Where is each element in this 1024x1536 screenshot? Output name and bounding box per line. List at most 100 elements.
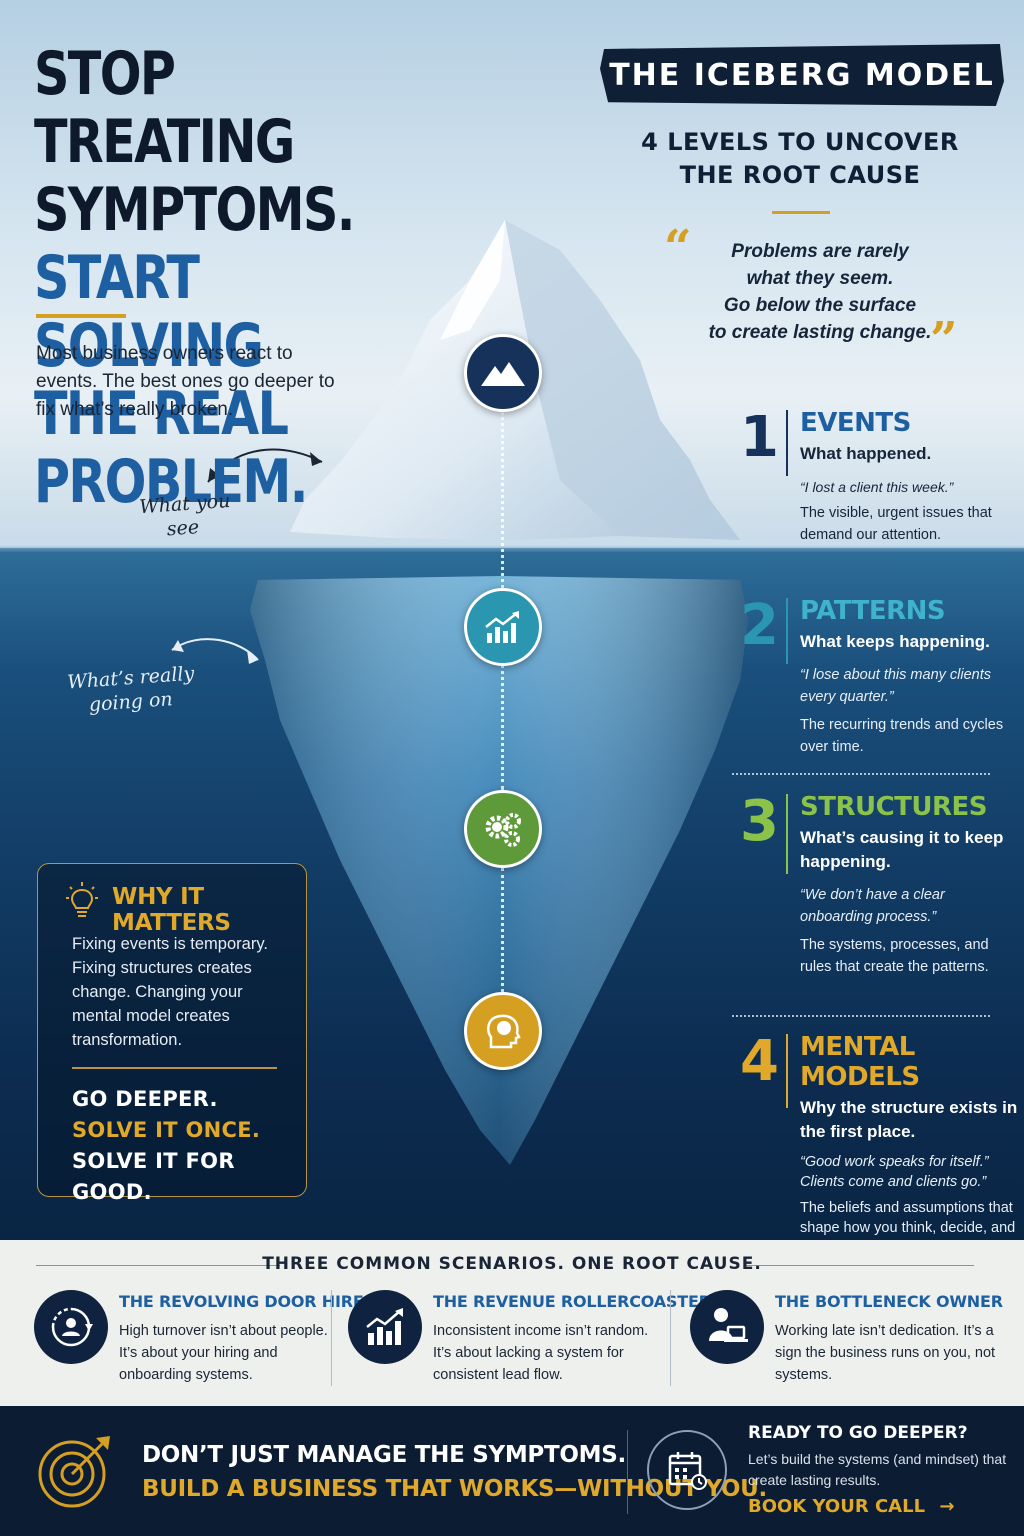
headline-line-4: THE REAL PROBLEM. [34, 379, 308, 517]
headline-line-3: START SOLVING [34, 243, 264, 381]
model-subtitle-line: THE ROOT CAUSE [679, 161, 921, 189]
level-body: MENTAL MODELS Why the structure exists i… [800, 1032, 1020, 1258]
headline-line-2: SYMPTOMS. [34, 175, 355, 245]
level-body: STRUCTURES What’s causing it to keep hap… [800, 792, 1020, 978]
quote-line: what they seem. [746, 268, 894, 289]
annotation-what-you-see: What you see [138, 489, 232, 543]
footer [0, 1406, 1024, 1536]
scenario-description: Inconsistent income isn’t random. It’s a… [433, 1323, 649, 1383]
scenarios-heading: THREE COMMON SCENARIOS. ONE ROOT CAUSE. [262, 1254, 762, 1274]
level-title: PATTERNS [800, 596, 946, 626]
level-number: 2 [740, 593, 779, 658]
why-cta: GO DEEPER. SOLVE IT ONCE. SOLVE IT FOR G… [72, 1084, 306, 1208]
headline-line-1: STOP TREATING [34, 39, 295, 177]
target-icon [38, 1436, 110, 1508]
connector-dots [501, 868, 504, 992]
why-it-matters-card: WHY IT MATTERS Fixing events is temporar… [37, 863, 307, 1204]
level-divider [786, 598, 788, 664]
level-subtitle: Why the structure exists in the first pl… [800, 1098, 1018, 1141]
why-text: Fixing events is temporary. Fixing struc… [72, 935, 268, 1049]
footer-description: Let’s build the systems (and mindset) th… [748, 1451, 1007, 1488]
level-4-marker [464, 992, 542, 1070]
level-quote: “I lost a client this week.” [800, 479, 954, 495]
level-1-marker [464, 334, 542, 412]
book-call-link[interactable]: BOOK YOUR CALL → [748, 1496, 954, 1517]
head-brain-icon [487, 1014, 521, 1049]
iceberg-model-title: THE ICEBERG MODEL [600, 44, 1004, 106]
level-divider [786, 410, 788, 476]
level-body: EVENTS What happened. “I lost a client t… [800, 408, 1020, 546]
level-events: 1 EVENTS What happened. “I lost a client… [740, 408, 1010, 548]
quote-line: to create lasting change. [708, 322, 932, 343]
growth-chart-icon [348, 1290, 422, 1364]
footer-ready-heading: READY TO GO DEEPER? [748, 1423, 968, 1443]
lightbulb-icon [66, 882, 98, 917]
quote-line: Problems are rarely [731, 241, 909, 262]
mountain-icon [481, 362, 525, 386]
scenario-divider [670, 1290, 671, 1386]
level-subtitle: What keeps happening. [800, 632, 990, 651]
headline-rule [36, 314, 126, 318]
scenario-description: High turnover isn’t about people. It’s a… [119, 1323, 328, 1383]
book-call-label: BOOK YOUR CALL [748, 1496, 926, 1517]
level-number: 3 [740, 789, 779, 854]
model-subtitle: 4 LEVELS TO UNCOVER THE ROOT CAUSE [620, 126, 980, 192]
scenarios-rule-left [36, 1265, 280, 1266]
why-cta-line-2: SOLVE IT ONCE. [72, 1118, 261, 1142]
level-body: PATTERNS What keeps happening. “I lose a… [800, 596, 1020, 758]
scenarios-rule-right [744, 1265, 974, 1266]
level-quote: “Good work speaks for itself.” Clients c… [800, 1154, 989, 1190]
level-divider [786, 1034, 788, 1108]
trend-chart-icon [485, 611, 519, 643]
level-mental-models: 4 MENTAL MODELS Why the structure exists… [740, 1029, 1017, 1257]
level-2-marker [464, 588, 542, 666]
calendar-icon-badge [647, 1430, 727, 1510]
scenario-title: THE BOTTLENECK OWNER [775, 1292, 1003, 1311]
level-description: The systems, processes, and rules that c… [800, 937, 989, 975]
open-quote-icon: “ [664, 220, 692, 276]
level-patterns: 2 PATTERNS What keeps happening. “I lose… [740, 596, 1010, 766]
why-title: WHY IT MATTERS [112, 884, 231, 936]
level-number: 4 [740, 1029, 779, 1094]
why-divider [72, 1067, 277, 1069]
arrow-right-icon: → [939, 1496, 955, 1517]
level-structures: 3 STRUCTURES What’s causing it to keep h… [740, 792, 1010, 1012]
level-separator [732, 1015, 990, 1017]
level-quote: “I lose about this many clients every qu… [800, 667, 992, 705]
annotation-whats-really-going-on: What’s really going on [66, 662, 196, 719]
close-quote-icon: ” [930, 312, 958, 368]
scenario-title: THE REVENUE ROLLERCOASTER [433, 1292, 711, 1311]
level-separator [732, 773, 990, 775]
person-laptop-icon [690, 1290, 764, 1364]
footer-message-line-1: DON’T JUST MANAGE THE SYMPTOMS. [142, 1442, 626, 1468]
level-title: EVENTS [800, 408, 911, 438]
scenario-description: Working late isn’t dedication. It’s a si… [775, 1323, 996, 1383]
waterline [0, 538, 1024, 552]
why-cta-line-1: GO DEEPER. [72, 1087, 218, 1111]
model-quote: Problems are rarely what they seem. Go b… [670, 238, 970, 346]
level-divider [786, 794, 788, 874]
footer-divider [627, 1430, 628, 1514]
connector-dots [501, 664, 504, 790]
level-title: STRUCTURES [800, 792, 988, 822]
level-description: The recurring trends and cycles over tim… [800, 717, 1004, 755]
quote-line: Go below the surface [723, 295, 917, 316]
level-quote: “We don’t have a clear onboarding proces… [800, 887, 945, 925]
model-subtitle-line: 4 LEVELS TO UNCOVER [641, 128, 959, 156]
headline: STOP TREATING SYMPTOMS. START SOLVING TH… [34, 40, 395, 516]
gears-icon [485, 813, 521, 847]
level-subtitle: What happened. [800, 444, 932, 463]
scenario-title: THE REVOLVING DOOR HIRE [119, 1292, 364, 1311]
level-description: The visible, urgent issues that demand o… [800, 505, 992, 543]
subtitle-rule [772, 211, 830, 214]
calendar-icon [668, 1452, 707, 1490]
scenario-divider [331, 1290, 332, 1386]
why-cta-line-3: SOLVE IT FOR GOOD. [72, 1149, 235, 1204]
cycle-people-icon [34, 1290, 108, 1364]
connector-dots [501, 412, 504, 588]
level-3-marker [464, 790, 542, 868]
level-title: MENTAL MODELS [800, 1032, 920, 1092]
scenarios-section [0, 1240, 1024, 1406]
level-number: 1 [740, 405, 779, 470]
level-subtitle: What’s causing it to keep happening. [800, 828, 1004, 871]
